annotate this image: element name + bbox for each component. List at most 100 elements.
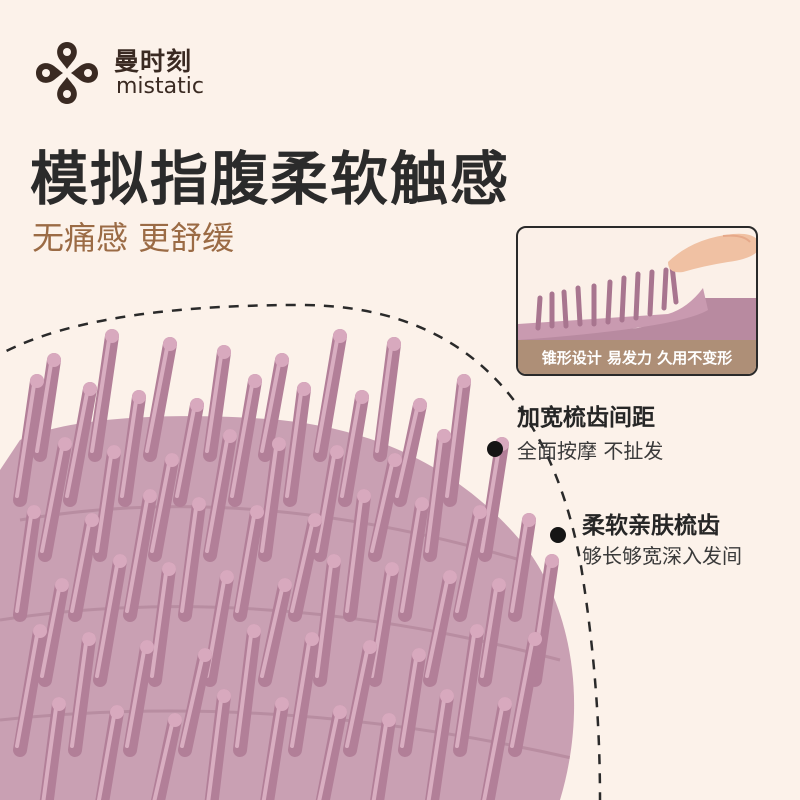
bristle xyxy=(178,648,212,757)
bristle-highlight xyxy=(510,522,528,613)
bristle xyxy=(93,445,121,562)
brand-name-cn: 曼时刻 xyxy=(114,47,193,76)
bristle-highlight xyxy=(206,698,223,800)
bristle-tip xyxy=(27,505,41,519)
bristle-tip xyxy=(192,497,206,511)
bristle xyxy=(315,705,347,800)
bristle-tip xyxy=(55,578,69,592)
bristle-tip xyxy=(413,398,427,412)
bristle-tip xyxy=(250,505,264,519)
bristle-highlight xyxy=(260,587,284,678)
bullet-dot xyxy=(550,527,566,543)
bristle-highlight xyxy=(371,722,388,800)
bristle-highlight xyxy=(510,641,534,748)
bristle-tip xyxy=(163,337,177,351)
bristle xyxy=(68,513,99,622)
bristle-tip xyxy=(498,697,512,711)
bristle xyxy=(233,624,261,757)
bristle-highlight xyxy=(482,706,504,800)
bristle-tip xyxy=(437,429,451,443)
bristle-highlight xyxy=(205,354,223,453)
bristle-highlight xyxy=(426,698,446,800)
bristle xyxy=(313,329,347,462)
bristle-tip xyxy=(327,554,341,568)
bristle-tip xyxy=(470,624,484,638)
bristle-tip xyxy=(363,640,377,654)
bristle xyxy=(258,578,292,687)
bristle xyxy=(393,398,427,507)
bristle xyxy=(173,398,204,507)
bristle-tip xyxy=(357,489,371,503)
bristle-tip xyxy=(105,329,119,343)
bristle xyxy=(398,648,426,757)
bristle-highlight xyxy=(455,514,479,613)
bristle-tip xyxy=(107,445,121,459)
bristle-tip xyxy=(143,489,157,503)
bristle xyxy=(143,337,177,462)
bristle-highlight xyxy=(290,522,314,613)
bristle-tip xyxy=(528,632,542,646)
bristle xyxy=(443,374,471,507)
bristle-highlight xyxy=(95,563,119,678)
brand-logo: 曼时刻 mistatic xyxy=(32,38,242,108)
bristle-tip xyxy=(220,570,234,584)
bristle xyxy=(453,505,487,622)
bristle xyxy=(95,705,124,800)
bristle-tip xyxy=(355,390,369,404)
bristle-highlight xyxy=(120,399,138,498)
bristle xyxy=(123,489,157,622)
bristle-highlight xyxy=(15,514,33,613)
bristle-highlight xyxy=(315,563,333,678)
bristle-tip xyxy=(110,705,124,719)
bristle xyxy=(33,353,61,462)
bristle xyxy=(63,382,97,507)
bristle xyxy=(508,632,542,757)
bristle xyxy=(151,713,182,800)
bristle-tip xyxy=(165,453,179,467)
bristle xyxy=(453,624,484,757)
bristle-tip xyxy=(217,345,231,359)
bristle xyxy=(288,632,319,757)
bristle-tip xyxy=(443,570,457,584)
bristle-highlight xyxy=(455,633,476,748)
bristle-highlight xyxy=(285,391,303,498)
bristle-highlight xyxy=(70,522,91,613)
bristle xyxy=(233,505,264,622)
bristle xyxy=(368,562,399,687)
bristle-highlight xyxy=(95,454,113,553)
bristle-tip xyxy=(278,578,292,592)
bristle-highlight xyxy=(445,383,463,498)
bristle xyxy=(258,353,289,462)
bristle-highlight xyxy=(480,587,498,678)
bristle xyxy=(343,640,377,757)
bristle-highlight xyxy=(315,454,336,553)
bristle-highlight xyxy=(375,346,393,453)
bristle-tip xyxy=(168,713,182,727)
bristle-highlight xyxy=(400,506,421,613)
bristle xyxy=(288,513,322,622)
bristle xyxy=(373,337,401,462)
bristle-tip xyxy=(522,513,536,527)
bristle-tip xyxy=(113,554,127,568)
bristle-tip xyxy=(385,562,399,576)
bristle-tip xyxy=(457,374,471,388)
bristle-highlight xyxy=(15,633,39,748)
bristle xyxy=(118,390,146,507)
bristle xyxy=(423,570,457,687)
bristle-highlight xyxy=(370,571,391,678)
bristle xyxy=(258,437,286,562)
bristle-highlight xyxy=(395,407,419,498)
bristle xyxy=(370,713,396,800)
bristle-tip xyxy=(333,705,347,719)
bristle-highlight xyxy=(317,714,339,800)
bristle-tip xyxy=(330,445,344,459)
bristle-tip xyxy=(140,640,154,654)
bristle-tip xyxy=(308,513,322,527)
bristle-highlight xyxy=(90,338,111,453)
bristle xyxy=(283,382,311,507)
bristle-highlight xyxy=(96,714,116,800)
bristle-tip xyxy=(412,648,426,662)
bristle-tip xyxy=(387,337,401,351)
